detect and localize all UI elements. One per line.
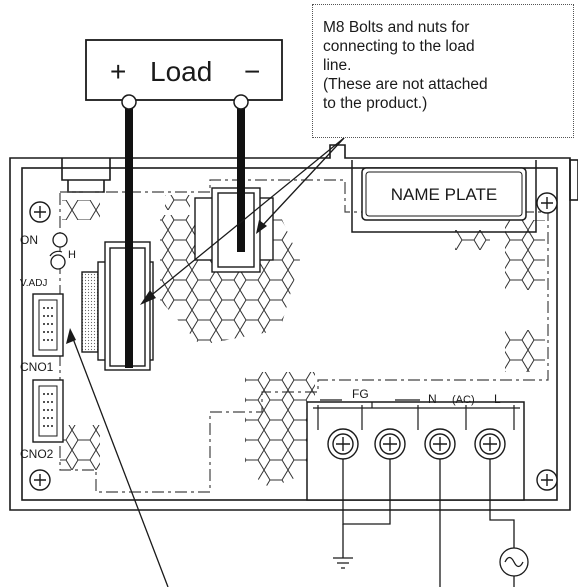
fg-label: FG <box>352 387 369 401</box>
connector-cn01: CNO1 <box>20 293 64 374</box>
leader-lines <box>71 137 345 587</box>
note-line: connecting to the load <box>323 38 475 55</box>
note-line: line. <box>323 57 352 74</box>
connector-cn02: CNO2 <box>20 379 64 461</box>
screw-bottom-left <box>29 469 51 491</box>
v-adj-label: V.ADJ <box>20 278 47 289</box>
screw-bottom-right <box>536 469 558 491</box>
note-line: (These are not attached <box>323 76 488 93</box>
output-terminal-plus <box>81 241 154 371</box>
screw-top-left <box>29 201 51 223</box>
screw-top-right <box>536 192 558 214</box>
terminal-screw-n <box>424 428 456 460</box>
lug-minus <box>233 94 249 110</box>
cn02-label: CNO2 <box>20 447 54 461</box>
terminal-screw-fg1 <box>327 428 359 460</box>
note-line: M8 Bolts and nuts for <box>323 19 470 36</box>
bolt-note: M8 Bolts and nuts for connecting to the … <box>312 4 574 138</box>
name-plate: NAME PLATE <box>351 160 537 233</box>
on-indicator: ON <box>20 232 68 248</box>
cable-lugs <box>121 94 249 110</box>
ac-label: (AC) <box>452 394 475 406</box>
n-label: N <box>428 392 437 406</box>
voltage-adjust-trimmer: H V.ADJ <box>20 249 76 289</box>
terminal-screw-l <box>474 428 506 460</box>
load-label: Load <box>150 56 212 87</box>
ground-symbol <box>333 557 353 569</box>
load-cables <box>125 108 245 368</box>
mounting-screws <box>29 192 558 491</box>
cn01-label: CNO1 <box>20 360 54 374</box>
output-terminal-minus <box>194 187 274 273</box>
load-minus-sign: − <box>244 56 260 87</box>
arrow-heads <box>66 220 267 344</box>
load-box: + Load − <box>85 39 283 101</box>
load-plus-sign: + <box>110 56 126 87</box>
name-plate-label: NAME PLATE <box>391 185 497 204</box>
ac-wiring <box>333 459 529 587</box>
terminal-screw-fg2 <box>374 428 406 460</box>
pcb-outline <box>59 179 549 493</box>
lug-plus <box>121 94 137 110</box>
on-label: ON <box>20 233 38 247</box>
note-line: to the product.) <box>323 95 428 112</box>
l-label: L <box>494 392 501 406</box>
trimmer-icon <box>50 254 66 270</box>
ac-terminal-block: FG N (AC) L <box>306 387 525 501</box>
h-label: H <box>68 249 76 261</box>
